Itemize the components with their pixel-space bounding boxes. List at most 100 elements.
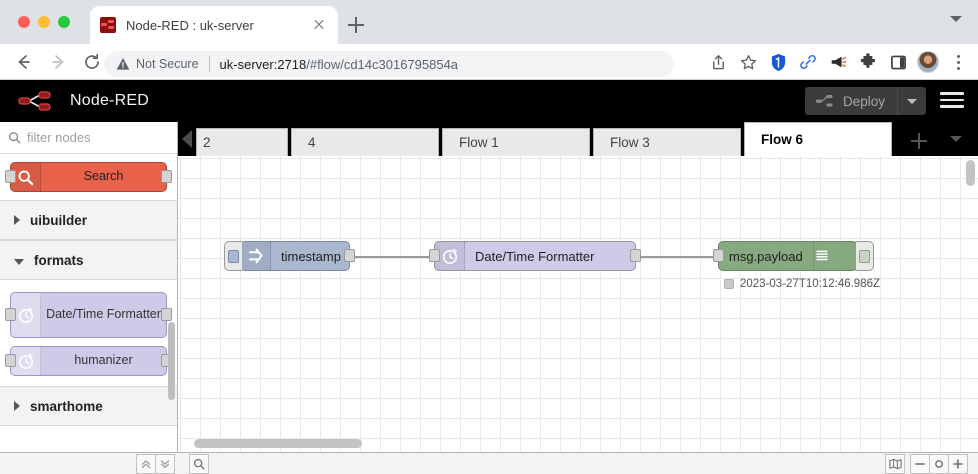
- status-text: 2023-03-27T10:12:46.986Z: [740, 278, 881, 290]
- hamburger-menu-icon[interactable]: [940, 92, 964, 108]
- node-red-header: Node-RED Deploy: [0, 80, 978, 122]
- browser-toolbar-icons: [704, 48, 972, 76]
- inject-arrow-icon: [241, 242, 271, 270]
- maximize-window-button[interactable]: [58, 16, 70, 28]
- flow-tab-4[interactable]: 4: [291, 128, 439, 156]
- node-output-port[interactable]: [630, 249, 641, 262]
- palette-category-label: smarthome: [30, 398, 103, 414]
- add-flow-icon[interactable]: [908, 130, 930, 152]
- flow-tabs-chevron-down-icon[interactable]: [950, 136, 962, 142]
- node-input-port[interactable]: [5, 170, 16, 183]
- flow-tabs-list: 2 4 Flow 1 Flow 3 Flow 6: [196, 122, 895, 156]
- canvas-grid: [178, 156, 978, 452]
- close-tab-icon[interactable]: [310, 16, 328, 34]
- node-output-port[interactable]: [161, 170, 172, 183]
- minimize-window-button[interactable]: [38, 16, 50, 28]
- flow-node-debug-msg-payload[interactable]: msg.payload: [713, 241, 874, 271]
- puzzle-extensions-icon[interactable]: [854, 48, 882, 76]
- flow-node-label: Date/Time Formatter: [475, 248, 595, 264]
- status-dot-grey-icon: [724, 279, 734, 289]
- search-flows-icon[interactable]: [189, 454, 209, 474]
- zoom-out-icon[interactable]: [910, 454, 930, 474]
- canvas-vertical-scrollbar[interactable]: [966, 160, 975, 186]
- scroll-left-arrow-icon[interactable]: [182, 130, 192, 148]
- magnifier-icon: [11, 163, 41, 191]
- palette-node-search[interactable]: Search: [5, 162, 172, 192]
- navigator-group: [885, 454, 905, 474]
- share-icon[interactable]: [704, 48, 732, 76]
- close-window-button[interactable]: [18, 16, 30, 28]
- flow-tab-flow-1[interactable]: Flow 1: [442, 128, 590, 156]
- clock-icon: [11, 347, 41, 375]
- forward-arrow-icon[interactable]: [44, 48, 72, 76]
- link-extension-icon[interactable]: [794, 48, 822, 76]
- node-output-port[interactable]: [344, 249, 355, 262]
- omnibox-divider: [208, 56, 210, 72]
- side-panel-icon[interactable]: [884, 48, 912, 76]
- palette-scrollbar[interactable]: [168, 322, 175, 400]
- url-path: /#flow/cd14c3016795854a: [306, 56, 459, 72]
- expand-all-icon[interactable]: [155, 454, 175, 474]
- shield-extension-icon[interactable]: [764, 48, 792, 76]
- back-arrow-icon[interactable]: [10, 48, 38, 76]
- palette-node-humanizer[interactable]: humanizer: [5, 346, 172, 376]
- debug-enable-toggle-button[interactable]: [856, 241, 874, 271]
- search-icon: [8, 131, 21, 144]
- palette-category-uibuilder[interactable]: uibuilder: [0, 200, 177, 240]
- wire-inject-to-formatter[interactable]: [350, 256, 434, 258]
- browser-tab-title: Node-RED : uk-server: [126, 17, 254, 33]
- debug-list-icon: [812, 242, 831, 270]
- inject-trigger-button[interactable]: [224, 241, 242, 271]
- flow-tab-flow-6[interactable]: Flow 6: [744, 122, 892, 156]
- zoom-reset-icon[interactable]: [929, 454, 949, 474]
- canvas-view-controls: [885, 454, 968, 474]
- flow-tabs-bar: 2 4 Flow 1 Flow 3 Flow 6: [178, 122, 978, 156]
- navigator-map-icon[interactable]: [885, 454, 905, 474]
- palette-category-label: uibuilder: [30, 212, 87, 228]
- canvas-horizontal-scrollbar[interactable]: [194, 439, 362, 448]
- flow-canvas[interactable]: timestamp Date/Time Formatter msg.payloa…: [178, 156, 978, 452]
- chevron-right-icon: [14, 401, 20, 411]
- flow-tab-label: Flow 6: [761, 132, 804, 147]
- clock-icon: [435, 242, 465, 270]
- node-input-port[interactable]: [5, 308, 16, 321]
- reload-icon[interactable]: [78, 48, 106, 76]
- node-output-port[interactable]: [161, 308, 172, 321]
- megaphone-extension-icon[interactable]: [824, 48, 852, 76]
- flow-tab-2[interactable]: 2: [196, 128, 288, 156]
- node-input-port[interactable]: [429, 249, 440, 262]
- deploy-button[interactable]: Deploy: [804, 87, 926, 115]
- tab-list-chevron-down-icon[interactable]: [950, 16, 962, 22]
- flow-tab-flow-3[interactable]: Flow 3: [593, 128, 741, 156]
- palette-filter-input[interactable]: [27, 130, 167, 145]
- flow-node-datetime-formatter[interactable]: Date/Time Formatter: [429, 241, 641, 271]
- new-tab-button[interactable]: [344, 13, 368, 37]
- chrome-menu-kebab-icon[interactable]: [944, 48, 972, 76]
- palette-category-formats-body: Date/Time Formatter humanizer: [0, 280, 177, 386]
- node-input-port[interactable]: [713, 249, 724, 262]
- deploy-node-icon: [815, 95, 833, 107]
- palette-node-datetime-formatter[interactable]: Date/Time Formatter: [5, 292, 172, 338]
- collapse-all-icon[interactable]: [136, 454, 156, 474]
- flow-tab-label: Flow 1: [459, 135, 499, 150]
- node-input-port[interactable]: [5, 354, 16, 367]
- wire-formatter-to-debug[interactable]: [636, 256, 718, 258]
- security-status-label: Not Secure: [136, 57, 199, 71]
- address-bar[interactable]: Not Secure uk-server:2718/#flow/cd14c301…: [104, 51, 674, 77]
- zoom-in-icon[interactable]: [948, 454, 968, 474]
- node-red-logo: [18, 89, 62, 113]
- node-status: 2023-03-27T10:12:46.986Z: [724, 278, 880, 290]
- profile-avatar[interactable]: [914, 48, 942, 76]
- palette-category-formats[interactable]: formats: [0, 240, 177, 280]
- address-bar-url: uk-server:2718/#flow/cd14c3016795854a: [220, 57, 459, 72]
- main-area: Search uibuilder formats: [0, 122, 978, 452]
- flow-tab-label: Flow 3: [610, 135, 650, 150]
- bookmark-star-icon[interactable]: [734, 48, 762, 76]
- browser-tab[interactable]: Node-RED : uk-server: [90, 6, 338, 44]
- deploy-main[interactable]: Deploy: [805, 87, 898, 115]
- url-host: uk-server:2718: [219, 56, 307, 72]
- deploy-chevron-down-icon[interactable]: [898, 87, 926, 115]
- flow-node-inject-timestamp[interactable]: timestamp: [224, 241, 355, 271]
- palette-filter-row[interactable]: [0, 122, 177, 154]
- palette-category-smarthome[interactable]: smarthome: [0, 386, 177, 426]
